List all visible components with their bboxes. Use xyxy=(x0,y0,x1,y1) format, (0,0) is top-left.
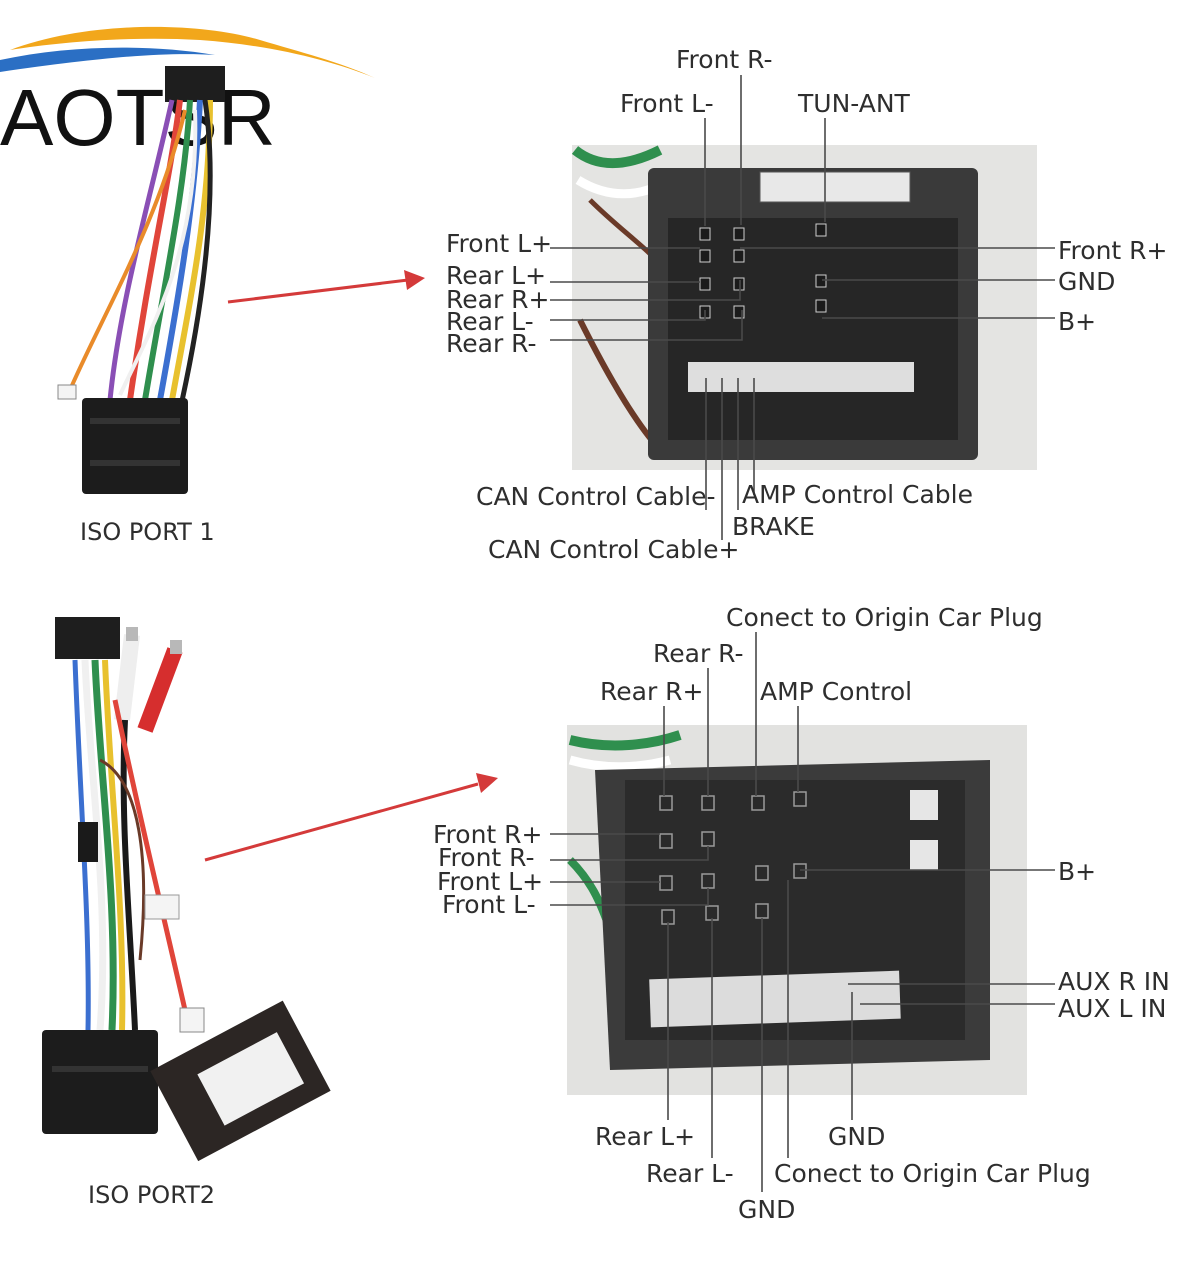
port1-pins xyxy=(699,223,827,319)
p2-label-front-l-minus: Front L- xyxy=(442,890,536,919)
p1-label-rear-r-minus: Rear R- xyxy=(446,329,537,358)
port2-pins xyxy=(659,791,807,925)
p2-label-rear-r-plus: Rear R+ xyxy=(600,677,704,706)
p2-label-rear-r-minus: Rear R- xyxy=(653,639,744,668)
port2-main-plug xyxy=(42,1030,158,1134)
port1-leader-lines xyxy=(550,75,1055,540)
p1-label-rear-l-plus: Rear L+ xyxy=(446,261,546,290)
p1-label-front-r-minus: Front R- xyxy=(676,45,773,74)
brand-logo: AOTSR xyxy=(0,26,375,162)
port1-connector xyxy=(571,145,1037,470)
port1-labels: Front R- Front L- TUN-ANT Front L+ Rear … xyxy=(446,45,1168,564)
p2-label-front-l-plus: Front L+ xyxy=(437,867,543,896)
port1-arrow xyxy=(227,270,425,304)
p2-label-connect-top: Conect to Origin Car Plug xyxy=(726,603,1043,632)
port1-arrow-head xyxy=(404,270,425,290)
p2-label-gnd-right: GND xyxy=(828,1122,885,1151)
p2-label-rear-l-plus: Rear L+ xyxy=(595,1122,695,1151)
p2-label-aux-r-in: AUX R IN xyxy=(1058,967,1170,996)
p1-label-amp-control: AMP Control Cable xyxy=(742,480,973,509)
p1-label-b-plus: B+ xyxy=(1058,307,1096,336)
p2-label-connect-bottom: Conect to Origin Car Plug xyxy=(774,1159,1091,1188)
port2-top-plug xyxy=(55,617,120,659)
port1-small-plug xyxy=(57,384,77,400)
port1-pin-strip xyxy=(688,362,914,392)
port2-arrow-head xyxy=(476,773,498,793)
port1-caption: ISO PORT 1 xyxy=(80,518,215,546)
port2-connector xyxy=(567,725,1027,1095)
port1-wires xyxy=(127,99,183,401)
port2-labels: Conect to Origin Car Plug Rear R- Rear R… xyxy=(433,603,1170,1224)
p2-label-front-r-minus: Front R- xyxy=(438,843,535,872)
port1-top-plug xyxy=(165,66,225,102)
p1-label-rear-l-minus: Rear L- xyxy=(446,307,534,336)
brand-name: AOTSR xyxy=(0,73,276,162)
p1-label-gnd: GND xyxy=(1058,267,1115,296)
port2-harness: ISO PORT2 xyxy=(42,617,331,1209)
port2-rca-red xyxy=(137,647,183,733)
port2-rca-white xyxy=(114,634,140,721)
p1-label-front-r-plus: Front R+ xyxy=(1058,236,1168,265)
port2-canbus-box xyxy=(150,1000,331,1162)
p1-label-rear-r-plus: Rear R+ xyxy=(446,285,550,314)
p2-label-b-plus: B+ xyxy=(1058,857,1096,886)
p1-label-brake: BRAKE xyxy=(732,512,815,541)
logo-swoosh-orange xyxy=(10,26,375,78)
p2-label-gnd-bottom: GND xyxy=(738,1195,795,1224)
p2-label-aux-l-in: AUX L IN xyxy=(1058,994,1166,1023)
port1-harness: ISO PORT 1 xyxy=(57,66,225,546)
logo-swoosh-blue xyxy=(0,47,215,72)
port2-pin-strip xyxy=(649,970,901,1028)
port2-leader-lines xyxy=(550,632,1055,1192)
port1-main-plug xyxy=(82,398,188,494)
p2-label-amp-control: AMP Control xyxy=(760,677,912,706)
port2-arrow xyxy=(204,773,498,862)
p2-label-front-r-plus: Front R+ xyxy=(433,820,543,849)
p1-label-can-plus: CAN Control Cable+ xyxy=(488,535,739,564)
port2-caption: ISO PORT2 xyxy=(88,1181,215,1209)
p1-label-tun-ant: TUN-ANT xyxy=(797,89,911,118)
p1-label-front-l-plus: Front L+ xyxy=(446,229,552,258)
p1-label-front-l-minus: Front L- xyxy=(620,89,714,118)
p2-label-rear-l-minus: Rear L- xyxy=(646,1159,734,1188)
p1-label-can-minus: CAN Control Cable- xyxy=(476,482,716,511)
